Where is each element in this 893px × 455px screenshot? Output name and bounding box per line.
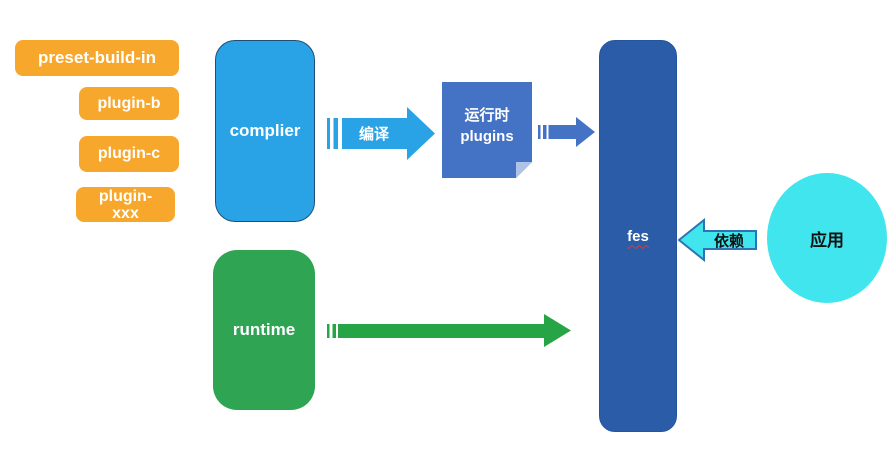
folded-corner-shape-icon — [442, 82, 532, 178]
chip-plugin-c: plugin-c — [79, 136, 179, 172]
fes-box: fes — [599, 40, 677, 432]
runtime-label: runtime — [232, 320, 296, 339]
runtime-to-fes-arrow — [327, 312, 571, 349]
app-label: 应用 — [810, 230, 844, 250]
plugins-to-fes-arrow — [538, 116, 595, 148]
runtime-box: runtime — [213, 250, 315, 410]
depends-arrow: 依赖 — [678, 218, 757, 262]
chip-label: plugin-xxx — [98, 187, 153, 222]
compiler-label: complier — [229, 121, 301, 140]
runtime-plugins-label: 运行时 plugins — [460, 107, 514, 146]
depends-arrow-label: 依赖 — [713, 232, 744, 250]
runtime-plugins-note: 运行时 plugins — [442, 82, 532, 178]
fes-label: fes — [627, 227, 649, 245]
chip-label: plugin-b — [97, 94, 161, 112]
app-ellipse: 应用 — [767, 173, 887, 303]
striped-right-arrow-icon — [327, 107, 435, 160]
compiler-box: complier — [215, 40, 315, 222]
left-arrow-icon — [678, 218, 757, 262]
chip-label: preset-build-in — [37, 48, 157, 67]
chip-label: plugin-c — [97, 145, 161, 162]
chip-plugin-b: plugin-b — [79, 87, 179, 120]
chip-preset-build-in: preset-build-in — [15, 40, 179, 76]
chip-plugin-xxx: plugin-xxx — [76, 187, 175, 222]
striped-right-arrow-icon — [327, 314, 571, 347]
compile-arrow: 编译 — [327, 107, 435, 160]
striped-right-arrow-icon — [538, 117, 595, 147]
compile-arrow-label: 编译 — [358, 126, 389, 143]
